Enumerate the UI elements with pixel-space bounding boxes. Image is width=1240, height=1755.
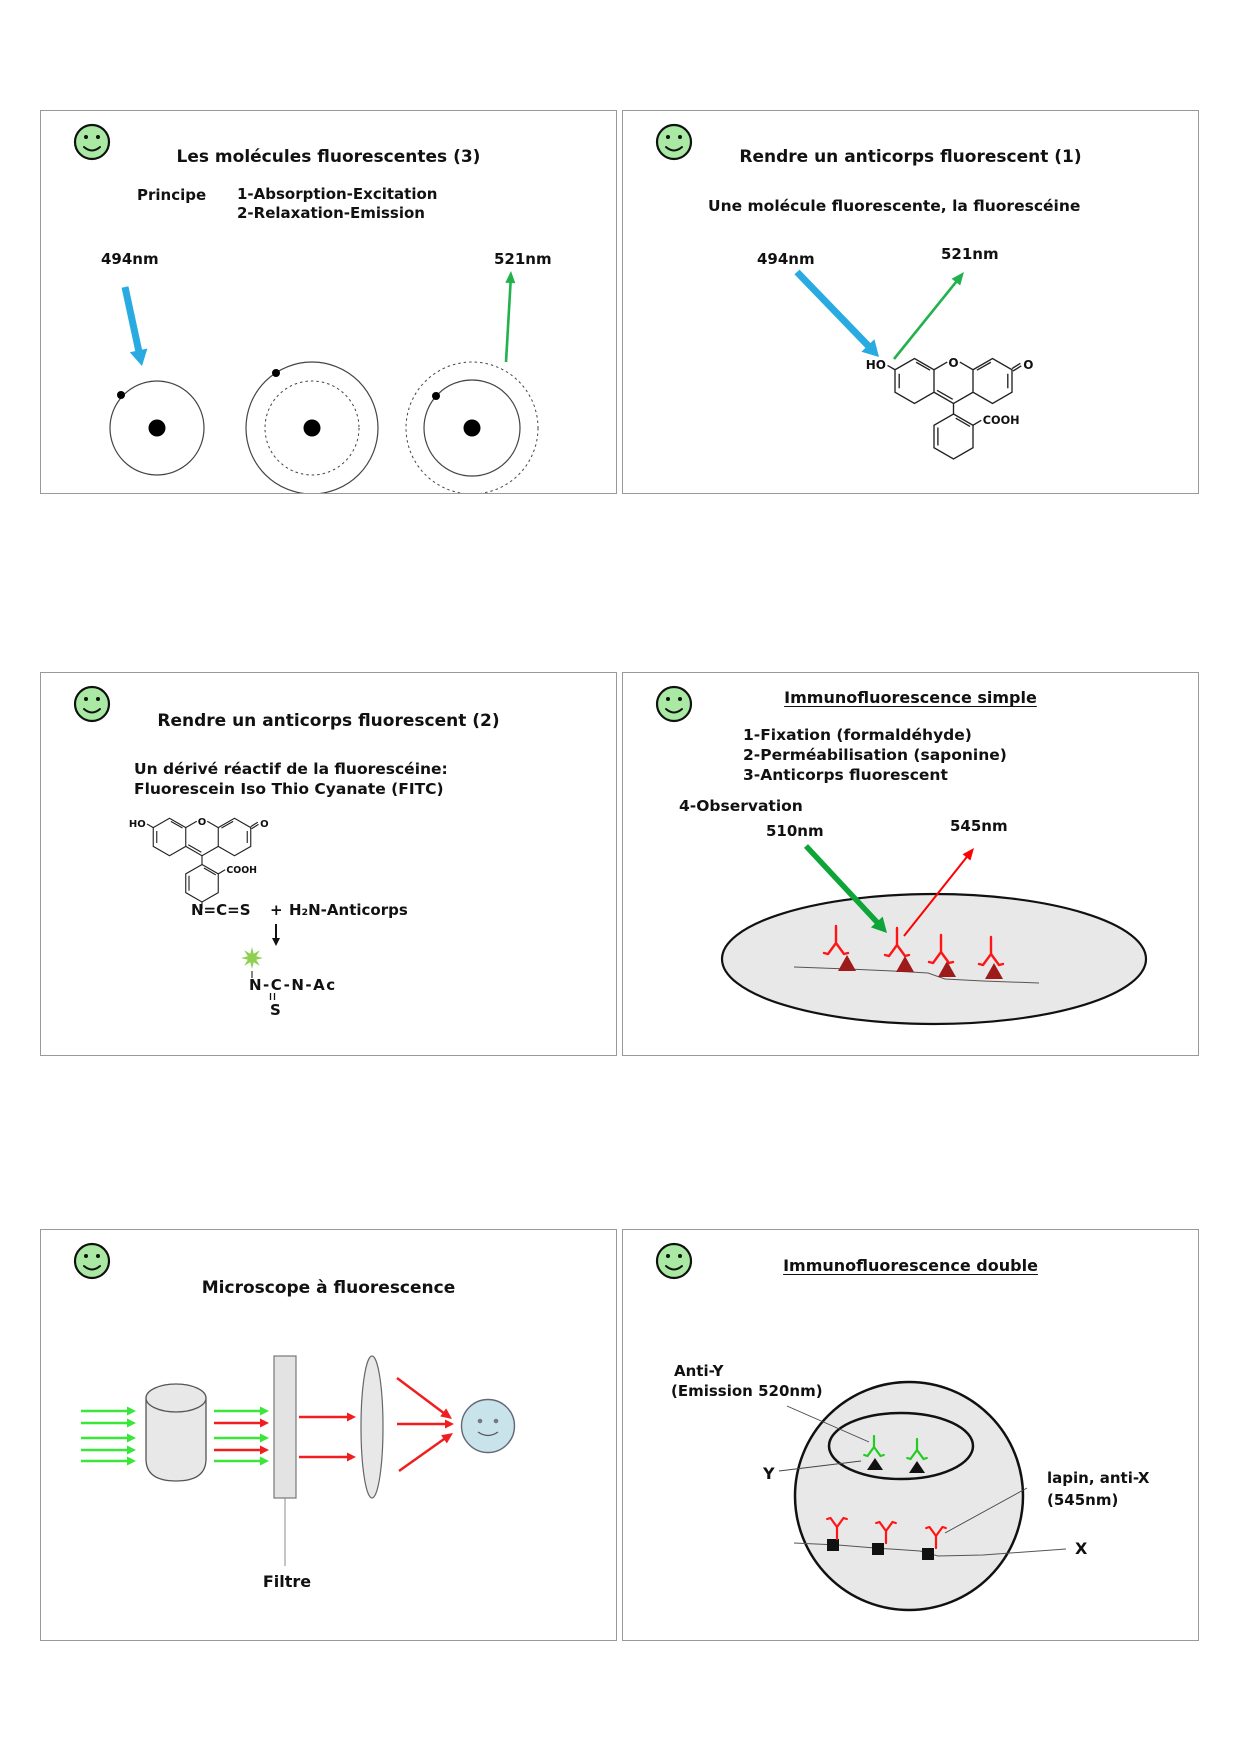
anti-x-pointer-line [944, 1487, 1028, 1534]
emission-wavelength-label: 545nm [950, 817, 1008, 835]
reaction-diagram [241, 924, 280, 1000]
slide-title: Les molécules fluorescentes (3) [176, 147, 481, 167]
slide-anticorps-fluorescent-1: Rendre un anticorps fluorescent (1) Une … [622, 110, 1199, 494]
excitation-wavelength-label: 494nm [757, 250, 815, 268]
mixed-light-arrows [214, 1406, 269, 1466]
fluorophore-star-icon [241, 947, 263, 969]
isothiocyanate-group: N=C=S [191, 901, 251, 919]
fluorescein-molecule: HO O O COOH [866, 356, 1033, 460]
slide-immunofluorescence-double: Immunofluorescence double Anti-Y (Emissi… [622, 1229, 1199, 1641]
excitation-arrow-green [803, 844, 887, 933]
emission-arrow-red [903, 848, 974, 937]
product-sulfur: S [270, 1001, 281, 1019]
atoms-diagram [109, 271, 539, 493]
amine-antibody-label: H₂N-Anticorps [289, 901, 408, 919]
protocol-step-4: 4-Observation [679, 797, 803, 815]
excitation-wavelength-label: 494nm [101, 250, 159, 268]
fitc-molecule: HO O O COOH [129, 817, 269, 909]
cooh-label: COOH [983, 414, 1020, 427]
oxygen-top-label: O [198, 817, 207, 828]
anti-x-red-antibodies [826, 1516, 947, 1550]
cell-nucleus [827, 1411, 975, 1481]
anti-x-label-line-2: (545nm) [1047, 1491, 1119, 1509]
anti-x-label-line-1: lapin, anti-X [1047, 1469, 1150, 1487]
x-antigen-label: X [1075, 1539, 1088, 1558]
smiley-face-icon [655, 685, 693, 723]
y-antigen-triangles [867, 1458, 925, 1473]
emission-arrow-green [892, 272, 964, 360]
anti-y-green-antibodies [863, 1434, 928, 1461]
sample-cylinder [145, 1383, 207, 1482]
subtitle: Une molécule fluorescente, la fluorescéi… [708, 197, 1081, 215]
product-formula: N-C-N-Ac [249, 976, 337, 994]
subtitle-line-2: Fluorescein Iso Thio Cyanate (FITC) [134, 780, 444, 798]
anti-y-pointer-line [786, 1405, 870, 1443]
microscope-light-path-diagram [81, 1355, 516, 1566]
cell-body [720, 892, 1148, 1026]
atom-ground-state [109, 380, 205, 476]
smiley-face-icon [73, 685, 111, 723]
converging-light-arrows [396, 1377, 454, 1473]
oxygen-right-label: O [260, 819, 269, 830]
slide-title: Microscope à fluorescence [201, 1278, 456, 1298]
emission-wavelength-label: 521nm [494, 250, 552, 268]
slide-title: Rendre un anticorps fluorescent (1) [739, 147, 1082, 167]
antigen-triangles [838, 955, 1003, 979]
filtered-light-arrows [299, 1412, 356, 1462]
slide-molecules-fluorescentes-3: Les molécules fluorescentes (3) Principe… [40, 110, 617, 494]
ho-label: HO [129, 819, 146, 830]
protocol-step-1: 1-Fixation (formaldéhyde) [743, 726, 972, 744]
oxygen-right-label: O [1023, 358, 1033, 372]
oxygen-top-label: O [948, 356, 958, 370]
arrows-layer [794, 269, 964, 360]
slide-microscope-fluorescence: Microscope à fluorescence Filtre [40, 1229, 617, 1641]
y-pointer-line [778, 1460, 862, 1472]
slide-anticorps-fluorescent-2: Rendre un anticorps fluorescent (2) Un d… [40, 672, 617, 1056]
slide-title: Immunofluorescence double [783, 1256, 1038, 1275]
protocol-step-2: 2-Perméabilisation (saponine) [743, 746, 1007, 764]
x-antigen-squares [827, 1539, 934, 1560]
y-antigen-label: Y [763, 1464, 775, 1483]
excitation-wavelength-label: 510nm [766, 822, 824, 840]
emission-arrow-green [504, 271, 516, 363]
anti-y-label-line-1: Anti-Y [674, 1362, 724, 1380]
ho-label: HO [866, 358, 886, 372]
smiley-face-icon [655, 123, 693, 161]
smiley-face-icon [655, 1242, 693, 1280]
emission-filter [273, 1355, 297, 1499]
slide-immunofluorescence-simple: Immunofluorescence simple 1-Fixation (fo… [622, 672, 1199, 1056]
excitation-arrow-blue [794, 269, 879, 357]
reaction-arrow-down [272, 924, 280, 946]
observer-eye-icon [460, 1398, 516, 1454]
principle-step-1: 1-Absorption-Excitation [237, 185, 438, 203]
slide-title: Immunofluorescence simple [784, 688, 1037, 707]
plus-sign: + [270, 901, 283, 919]
cell-observation-diagram [720, 844, 1148, 1026]
principle-label: Principe [137, 186, 207, 204]
slide-title: Rendre un anticorps fluorescent (2) [157, 711, 500, 731]
fluorescent-antibodies [822, 924, 1005, 967]
smiley-face-icon [73, 123, 111, 161]
excitation-light-arrows [81, 1406, 136, 1466]
principle-step-2: 2-Relaxation-Emission [237, 204, 425, 222]
objective-lens [360, 1355, 384, 1499]
filter-label: Filtre [262, 1572, 312, 1591]
smiley-face-icon [73, 1242, 111, 1280]
anti-y-label-line-2: (Emission 520nm) [671, 1382, 823, 1400]
double-labelled-cell-diagram [778, 1380, 1067, 1612]
excitation-arrow-blue [121, 286, 148, 366]
thiourea-double-bond [269, 993, 276, 1000]
subtitle-line-1: Un dérivé réactif de la fluorescéine: [134, 760, 448, 778]
cooh-label: COOH [226, 865, 257, 876]
atom-excited-state [245, 361, 379, 493]
atom-relaxed-state [405, 361, 539, 493]
protocol-step-3: 3-Anticorps fluorescent [743, 766, 948, 784]
emission-wavelength-label: 521nm [941, 245, 999, 263]
